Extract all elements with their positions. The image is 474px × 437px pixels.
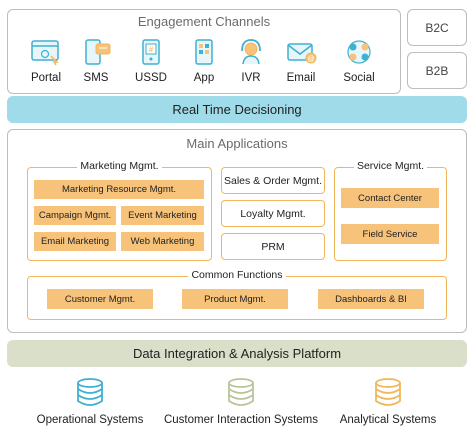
channel-label: IVR xyxy=(241,72,261,84)
field-service-box: Field Service xyxy=(341,224,439,244)
data-integration-label: Data Integration & Analysis Platform xyxy=(132,346,342,361)
service-mgmt-title: Service Mgmt. xyxy=(353,160,428,172)
channel-label: USSD xyxy=(135,72,167,84)
channel-label: Portal xyxy=(30,72,62,84)
data-integration-bar: Data Integration & Analysis Platform xyxy=(7,340,467,367)
database-icon xyxy=(375,378,401,406)
b2c-label: B2C xyxy=(425,20,449,35)
portal-icon xyxy=(31,40,59,66)
system-label: Operational Systems xyxy=(36,414,144,426)
channel-email: @ Email xyxy=(275,38,327,84)
customer-mgmt-box: Customer Mgmt. xyxy=(47,289,153,309)
marketing-mgmt-title: Marketing Mgmt. xyxy=(77,160,162,172)
b2b-box: B2B xyxy=(407,52,467,89)
campaign-mgmt-box: Campaign Mgmt. xyxy=(34,206,116,225)
svg-text:@: @ xyxy=(307,56,314,63)
customer-interaction-systems: Customer Interaction Systems xyxy=(153,378,329,426)
engagement-channels-title: Engagement Channels xyxy=(137,14,271,29)
system-label: Customer Interaction Systems xyxy=(163,414,319,426)
channel-ivr: IVR xyxy=(225,38,277,84)
database-icon xyxy=(228,378,254,406)
ussd-icon: # xyxy=(142,39,160,65)
event-marketing-box: Event Marketing xyxy=(121,206,204,225)
social-icon xyxy=(347,40,371,64)
product-mgmt-box: Product Mgmt. xyxy=(182,289,288,309)
ivr-icon xyxy=(241,39,261,65)
channel-label: App xyxy=(193,72,215,84)
contact-center-box: Contact Center xyxy=(341,188,439,208)
channel-label: SMS xyxy=(83,72,109,84)
database-icon xyxy=(77,378,103,406)
channel-label: Email xyxy=(286,72,316,84)
service-mgmt-group: Service Mgmt. xyxy=(334,160,447,261)
common-functions-title: Common Functions xyxy=(188,269,286,281)
channel-app: App xyxy=(178,38,230,84)
channel-ussd: # USSD xyxy=(125,38,177,84)
prm-box: PRM xyxy=(221,233,325,260)
channel-sms: SMS xyxy=(70,38,122,84)
main-applications-title: Main Applications xyxy=(186,136,288,151)
dashboards-bi-box: Dashboards & BI xyxy=(318,289,424,309)
channel-portal: Portal xyxy=(20,38,72,84)
analytical-systems: Analytical Systems xyxy=(327,378,449,426)
b2c-box: B2C xyxy=(407,9,467,46)
web-marketing-box: Web Marketing xyxy=(121,232,204,251)
svg-text:#: # xyxy=(149,45,154,54)
loyalty-box: Loyalty Mgmt. xyxy=(221,200,325,227)
marketing-resource-box: Marketing Resource Mgmt. xyxy=(34,180,204,199)
email-icon: @ xyxy=(287,43,317,64)
email-marketing-box: Email Marketing xyxy=(34,232,116,251)
operational-systems: Operational Systems xyxy=(20,378,160,426)
realtime-decisioning-bar: Real Time Decisioning xyxy=(7,96,467,123)
channel-social: Social xyxy=(333,38,385,84)
app-icon xyxy=(195,39,213,65)
sms-icon xyxy=(85,39,111,65)
system-label: Analytical Systems xyxy=(339,414,437,426)
b2b-label: B2B xyxy=(425,63,449,78)
channel-label: Social xyxy=(343,72,375,84)
sales-order-box: Sales & Order Mgmt. xyxy=(221,167,325,194)
realtime-decisioning-label: Real Time Decisioning xyxy=(172,102,302,117)
